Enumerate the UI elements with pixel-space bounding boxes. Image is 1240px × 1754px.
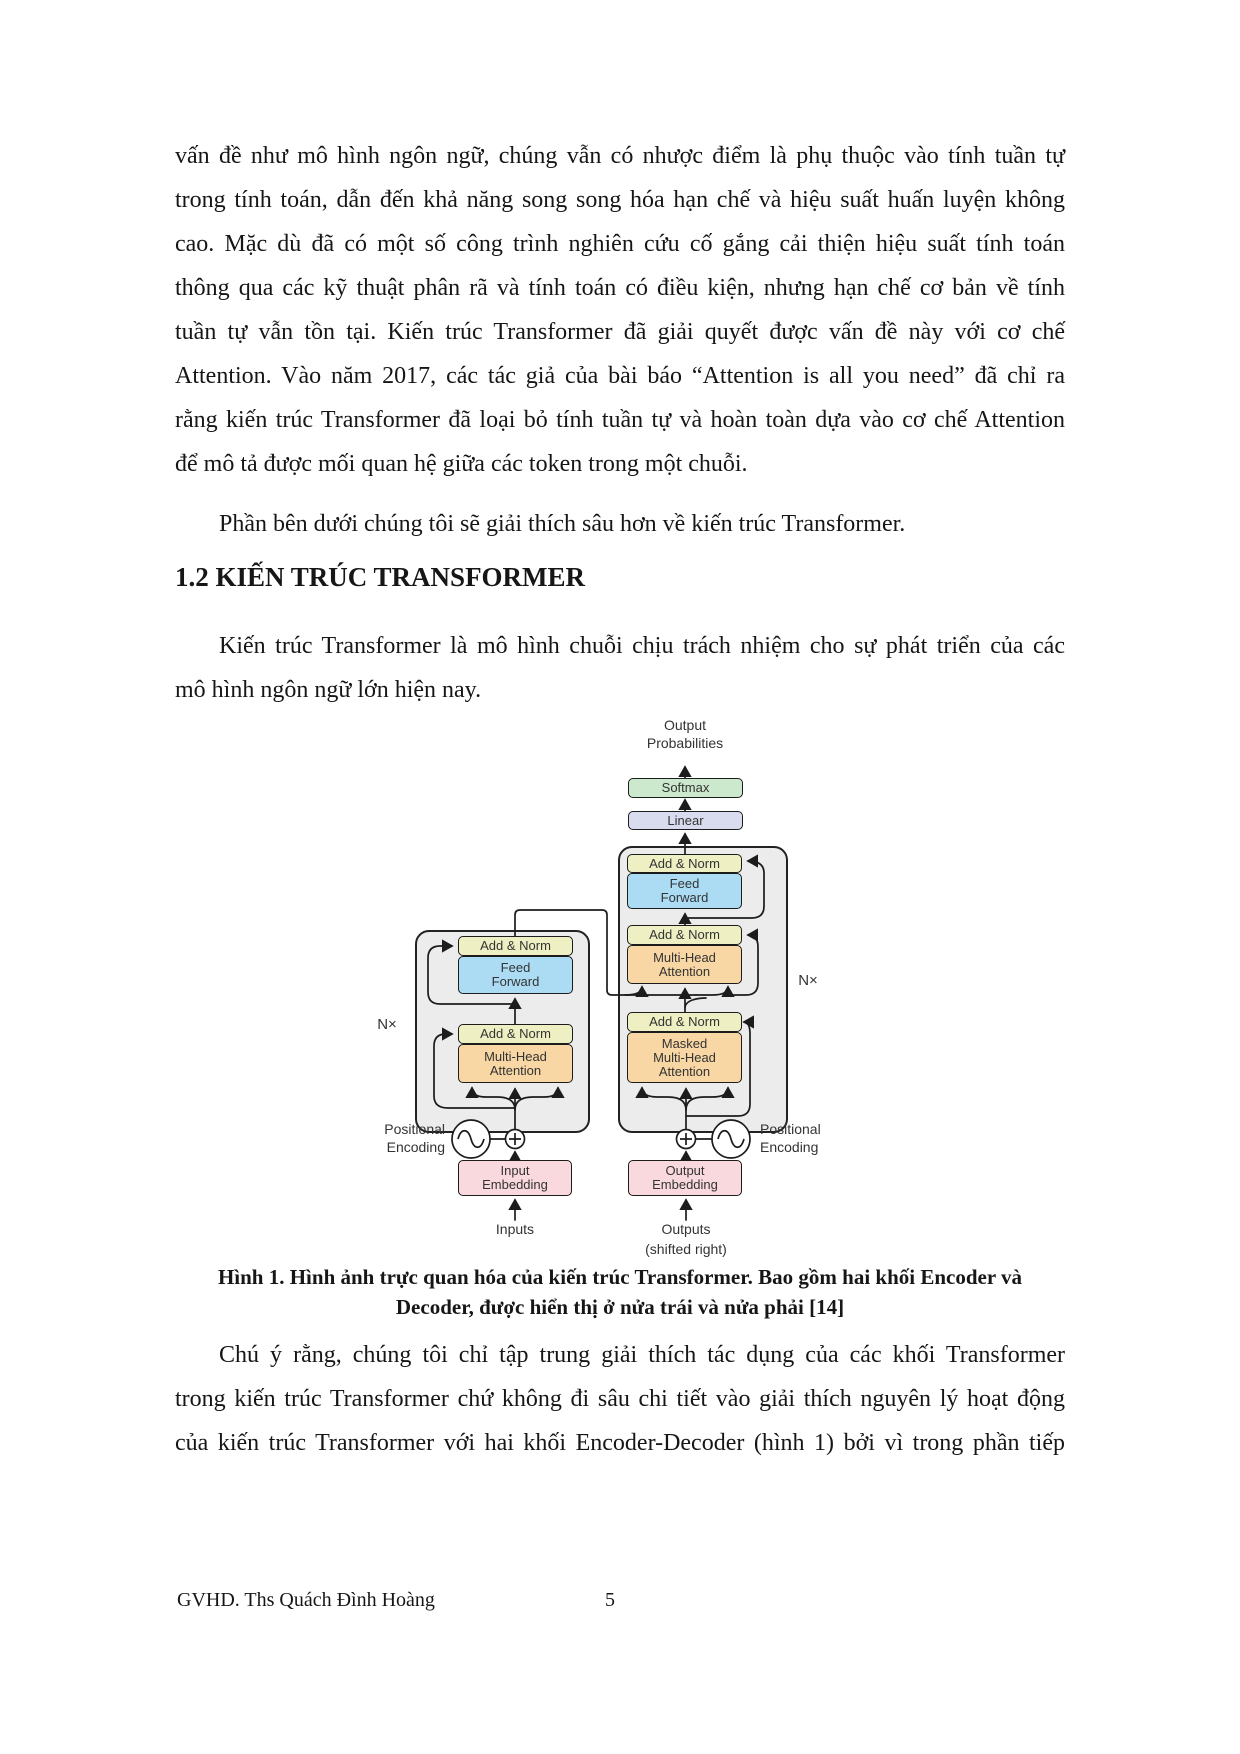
- encoder-add-norm-top-box: Add & Norm: [458, 936, 573, 956]
- text-line: Kiến trúc Transformer là mô hình chuỗi c…: [219, 633, 1065, 659]
- encoder-add-norm-bottom-box: Add & Norm: [458, 1024, 573, 1044]
- diagram-arrows: [427, 765, 765, 1221]
- output-embedding-label: Embedding: [652, 1177, 718, 1192]
- positional-label: Positional: [760, 1121, 821, 1137]
- softmax-label: Softmax: [661, 780, 710, 795]
- footer-supervisor: GVHD. Ths Quách Đình Hoàng: [177, 1589, 435, 1611]
- text-line: để mô tả được mối quan hệ giữa các token…: [175, 451, 748, 477]
- encoding-label: Encoding: [386, 1139, 445, 1155]
- positional-encoding-icon: [711, 1119, 751, 1159]
- decoder-add-norm-bottom-box: Add & Norm: [627, 1012, 742, 1032]
- positional-encoding-label-right: Positional Encoding: [760, 1120, 865, 1156]
- shifted-right-label: (shifted right): [645, 1241, 727, 1257]
- positional-encoding-label-left: Positional Encoding: [340, 1120, 445, 1156]
- inputs-label: Inputs: [495, 1221, 535, 1237]
- nx-label-encoder: N×: [377, 1016, 397, 1033]
- input-embedding-box: Input Embedding: [458, 1160, 572, 1196]
- text-line: cao. Mặc dù đã có một số công trình nghi…: [175, 231, 1065, 257]
- text-line: trong kiến trúc Transformer chứ không đi…: [175, 1386, 1065, 1412]
- output-probabilities-line: Probabilities: [646, 735, 724, 751]
- text-line: tuần tự vẫn tồn tại. Kiến trúc Transform…: [175, 319, 1065, 345]
- output-probabilities-label: Output Probabilities: [605, 716, 765, 752]
- multi-head-attention-label: Multi-Head: [653, 949, 716, 965]
- text-line: thông qua các kỹ thuật phân rã và tính t…: [175, 275, 1065, 301]
- text-line: vấn đề như mô hình ngôn ngữ, chúng vẫn c…: [175, 143, 1065, 169]
- output-embedding-box: Output Embedding: [628, 1160, 742, 1196]
- masked-multi-head-attention-label: Attention: [658, 1063, 711, 1079]
- decoder-multi-head-attention-box: Multi-Head Attention: [627, 945, 742, 984]
- feed-forward-label: Feed: [669, 876, 700, 891]
- output-probabilities-line: Output: [663, 717, 707, 733]
- caption-line: Decoder, được hiển thị ở nửa trái và nửa…: [395, 1295, 845, 1319]
- text-line: Chú ý rằng, chúng tôi chỉ tập trung giải…: [219, 1342, 1065, 1368]
- positional-encoding-icon: [451, 1119, 491, 1159]
- footer-page-number: 5: [605, 1589, 615, 1611]
- text-line: mô hình ngôn ngữ lớn hiện nay.: [175, 677, 482, 703]
- caption-line: Hình 1. Hình ảnh trực quan hóa của kiến …: [217, 1265, 1023, 1289]
- paragraph-4: Chú ý rằng, chúng tôi chỉ tập trung giải…: [175, 1333, 1065, 1465]
- decoder-add-norm-middle-box: Add & Norm: [627, 925, 742, 945]
- outputs-label: Outputs: [661, 1221, 711, 1237]
- input-embedding-label: Embedding: [482, 1177, 548, 1192]
- paragraph-3: Kiến trúc Transformer là mô hình chuỗi c…: [175, 624, 1065, 712]
- add-norm-label: Add & Norm: [649, 927, 720, 942]
- multi-head-attention-label: Multi-Head: [484, 1048, 547, 1064]
- masked-multi-head-attention-box: Masked Multi-Head Attention: [627, 1032, 742, 1083]
- add-norm-label: Add & Norm: [649, 1014, 720, 1029]
- section-heading: 1.2 KIẾN TRÚC TRANSFORMER: [175, 562, 586, 592]
- multi-head-attention-label: Attention: [658, 963, 711, 979]
- add-norm-label: Add & Norm: [649, 855, 720, 871]
- feed-forward-label: Feed: [500, 960, 531, 975]
- plus-circle-icon: [504, 1128, 526, 1150]
- text-line: trong tính toán, dẫn đến khả năng song s…: [175, 187, 1065, 213]
- feed-forward-label: Forward: [660, 890, 709, 905]
- input-embedding-label: Input: [500, 1163, 530, 1178]
- text-line: của kiến trúc Transformer với hai khối E…: [175, 1430, 1065, 1456]
- decoder-add-norm-top-box: Add & Norm: [627, 854, 742, 873]
- masked-multi-head-attention-label: Multi-Head: [653, 1049, 716, 1065]
- figure-caption: Hình 1. Hình ảnh trực quan hóa của kiến …: [175, 1262, 1065, 1322]
- text-line: rằng kiến trúc Transformer đã loại bỏ tí…: [175, 407, 1065, 433]
- text-line: Phần bên dưới chúng tôi sẽ giải thích sâ…: [219, 511, 906, 537]
- linear-box: Linear: [628, 811, 743, 830]
- encoder-multi-head-attention-box: Multi-Head Attention: [458, 1044, 573, 1083]
- encoding-label: Encoding: [760, 1139, 819, 1155]
- softmax-box: Softmax: [628, 778, 743, 798]
- output-embedding-label: Output: [665, 1163, 705, 1178]
- encoder-feed-forward-box: Feed Forward: [458, 956, 573, 994]
- transformer-architecture-figure: Output Probabilities Softmax Linear Add …: [300, 708, 860, 1264]
- paragraph-2: Phần bên dưới chúng tôi sẽ giải thích sâ…: [175, 502, 1065, 546]
- positional-label: Positional: [384, 1121, 445, 1137]
- text-line: Attention. Vào năm 2017, các tác giả của…: [175, 363, 1065, 389]
- plus-circle-icon: [675, 1128, 697, 1150]
- multi-head-attention-label: Attention: [489, 1062, 542, 1078]
- linear-label: Linear: [667, 812, 704, 828]
- paragraph-1: vấn đề như mô hình ngôn ngữ, chúng vẫn c…: [175, 134, 1065, 486]
- masked-multi-head-attention-label: Masked: [661, 1035, 708, 1051]
- feed-forward-label: Forward: [491, 974, 540, 989]
- add-norm-label: Add & Norm: [480, 938, 551, 953]
- add-norm-label: Add & Norm: [480, 1026, 551, 1041]
- nx-label-decoder: N×: [798, 972, 818, 989]
- decoder-feed-forward-box: Feed Forward: [627, 873, 742, 909]
